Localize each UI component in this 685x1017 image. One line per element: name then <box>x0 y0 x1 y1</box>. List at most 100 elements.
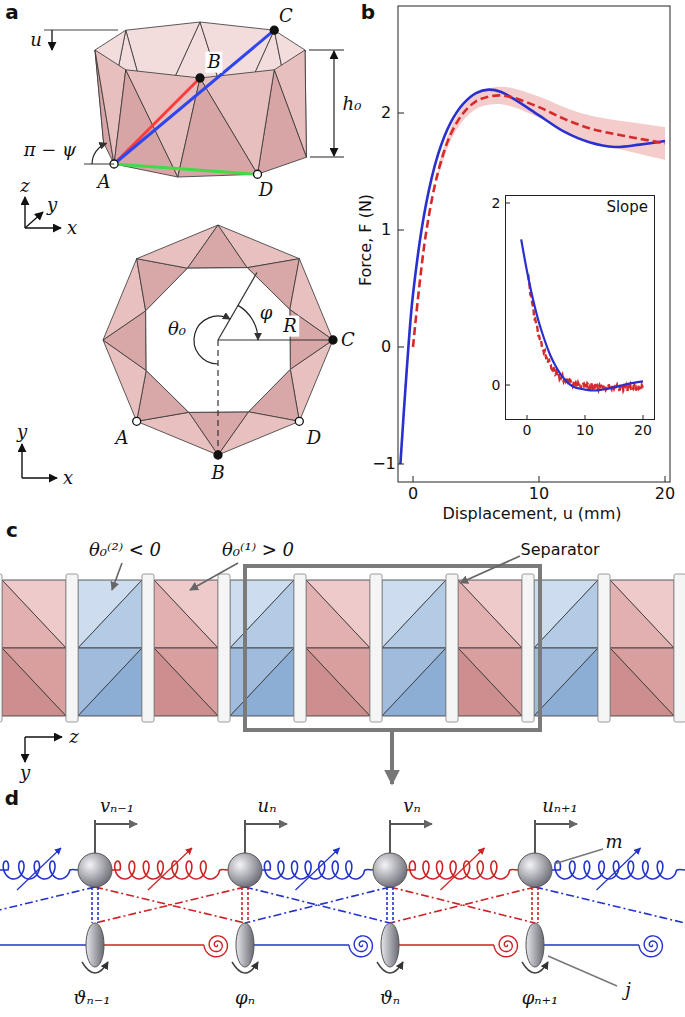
separator <box>218 574 230 722</box>
tick-label: 10 <box>576 422 594 438</box>
torsion-rod <box>399 944 494 945</box>
reference-line <box>218 272 257 340</box>
coupling-line <box>0 887 95 923</box>
angle-label: θ₀⁽²⁾ < 0 <box>89 540 161 561</box>
torsion-rod <box>254 944 349 945</box>
error-band <box>438 87 665 178</box>
rotation-arrow <box>82 962 108 973</box>
mass-label: m <box>605 832 622 853</box>
torsion-spring <box>204 936 227 957</box>
axis-title: Force, F (N) <box>357 194 375 286</box>
symmetry-line <box>217 340 218 455</box>
mass <box>373 853 407 887</box>
axis-arrow <box>24 197 25 228</box>
module-facet <box>78 580 142 648</box>
vertex-label: D <box>259 180 273 201</box>
dof-label: ϑₙ <box>380 988 400 1009</box>
separator <box>370 574 382 722</box>
rotation-link <box>91 887 93 923</box>
vertex-label: A <box>98 172 111 193</box>
inset-title: Slope <box>506 196 654 219</box>
crease-line <box>114 164 257 174</box>
angle-arc <box>194 316 230 364</box>
axis-arrow <box>25 212 43 228</box>
axis-letter: y <box>20 763 30 784</box>
axis-arrow <box>25 227 61 228</box>
dof-label: vₙ <box>403 796 420 817</box>
dof-label: φₙ <box>235 988 255 1009</box>
dimension-arrow <box>333 51 334 156</box>
origami-face <box>178 78 258 177</box>
extension-line <box>309 50 344 51</box>
slope-model <box>521 239 643 390</box>
tick-label: 1 <box>381 221 391 239</box>
variable-arrow <box>17 848 61 890</box>
inertia-disk <box>526 923 544 967</box>
lattice-model <box>0 820 685 986</box>
tick-label: 0 <box>381 338 391 356</box>
tick-label: 20 <box>634 422 652 438</box>
module-facet <box>2 648 66 716</box>
vertex-dot <box>214 451 222 459</box>
module-facet <box>230 648 294 716</box>
axis-arrow <box>24 737 25 762</box>
module-facet <box>382 580 446 648</box>
coupling-line <box>245 887 390 923</box>
plot-frame <box>398 6 670 482</box>
tick-mark <box>665 476 666 482</box>
vertex-label: B <box>205 52 222 73</box>
module-facet <box>458 580 522 648</box>
tick-label: 10 <box>529 485 549 503</box>
separator <box>598 574 610 722</box>
axis-arrow <box>25 736 62 737</box>
displacement-arrow <box>535 823 577 825</box>
tick-label: 2 <box>492 195 501 211</box>
tick-mark <box>398 464 404 465</box>
rotation-link <box>247 887 249 923</box>
reference-line <box>44 29 118 30</box>
force-plot <box>398 6 670 482</box>
axis-arrow <box>21 444 22 478</box>
dof-label: ϑₙ₋₁ <box>74 988 111 1009</box>
module-facet <box>382 580 446 648</box>
separator <box>674 574 685 722</box>
spring <box>262 861 373 879</box>
coupling-line <box>535 887 685 923</box>
slope-experiment <box>528 274 643 391</box>
mass <box>518 853 552 887</box>
origami-chain <box>0 556 685 784</box>
spring <box>112 861 228 879</box>
module-facet <box>610 580 674 648</box>
panel-letter: a <box>5 1 19 24</box>
module-facet <box>78 580 142 648</box>
panel-letter: b <box>361 1 375 24</box>
radius-label: R <box>281 316 299 337</box>
axis-title: Displacement, u (mm) <box>442 505 621 523</box>
inset-plot: Slope <box>505 195 655 420</box>
torsion-rod <box>104 944 204 945</box>
leader-line <box>190 563 238 590</box>
zoom-arrow <box>390 732 394 784</box>
tick-label: 0 <box>408 485 418 503</box>
highlight-box <box>245 566 540 730</box>
spring <box>552 861 685 879</box>
torsion-spring <box>639 936 662 957</box>
axis-letter: y <box>47 195 57 216</box>
module-facet <box>306 648 370 716</box>
leader-line <box>554 849 603 864</box>
origami-tower <box>25 22 344 228</box>
variable-arrow <box>148 848 192 890</box>
vertex-dot <box>254 170 262 178</box>
angle-label: φ <box>260 303 273 324</box>
module-facet <box>534 580 598 648</box>
tick-label: 2 <box>381 104 391 122</box>
rotation-link <box>392 887 394 923</box>
coupling-line <box>390 887 535 923</box>
tick-mark <box>413 476 414 482</box>
mass <box>228 853 262 887</box>
displacement-arrow <box>51 30 52 50</box>
vertex-dot <box>295 417 303 425</box>
separator <box>294 574 306 722</box>
module-facet <box>382 648 446 716</box>
